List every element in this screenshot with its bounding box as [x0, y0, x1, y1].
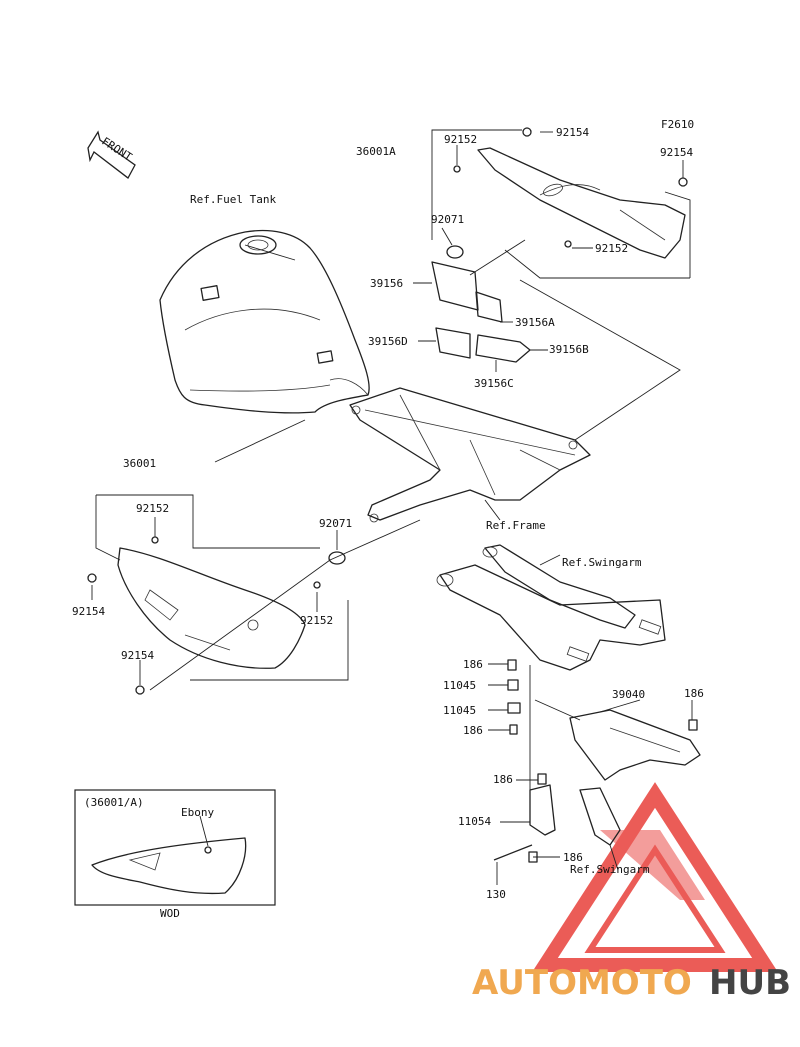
- decals: [431, 261, 531, 363]
- label-36001: 36001: [123, 457, 156, 470]
- fuel-tank: [159, 229, 370, 414]
- front-arrow: FRONT: [87, 130, 136, 179]
- label-186-e: 186: [563, 851, 583, 864]
- label-92071-a: 92071: [431, 213, 464, 226]
- watermark-triangle-outer: [532, 782, 778, 972]
- inset-color-name: Ebony: [181, 806, 214, 819]
- ref-fuel-tank: Ref.Fuel Tank: [190, 193, 276, 206]
- label-92154-d: 92154: [121, 649, 154, 662]
- bracket-11054: [529, 784, 621, 846]
- rear-frame: [349, 387, 591, 523]
- watermark-text-part1: AUTOMOTO: [472, 963, 692, 1003]
- label-186-b: 186: [463, 724, 483, 737]
- grommet-92071-upper: [446, 245, 464, 259]
- inset-code: WOD: [160, 907, 180, 920]
- watermark-triangle-stripe: [600, 830, 705, 900]
- label-11045-b: 11045: [443, 704, 476, 717]
- label-92152-b: 92152: [595, 242, 628, 255]
- decal-39156: [431, 261, 479, 311]
- label-92152-a: 92152: [444, 133, 477, 146]
- figure-code: F2610: [661, 118, 694, 131]
- decal-39156B: [475, 334, 531, 363]
- decal-39156A: [475, 291, 503, 323]
- label-11054: 11054: [458, 815, 491, 828]
- grommet-92071-lower: [328, 551, 346, 565]
- leader-lines: [91, 129, 693, 885]
- part-labels: F2610 Ref.Fuel Tank Ref.Frame Ref.Swinga…: [72, 118, 704, 920]
- swingarm: [436, 544, 666, 671]
- label-39040: 39040: [612, 688, 645, 701]
- label-39156D: 39156D: [368, 335, 408, 348]
- watermark-logo: [532, 782, 778, 972]
- label-186-d: 186: [493, 773, 513, 786]
- inset-title: (36001/A): [84, 796, 144, 809]
- watermark-text-part2: HUB: [709, 963, 791, 1003]
- inset-frame: [74, 789, 276, 906]
- watermark-text: AUTOMOTO HUB: [472, 963, 791, 1003]
- chain-guard: [569, 709, 701, 781]
- label-39156: 39156: [370, 277, 403, 290]
- label-92154-c: 92154: [72, 605, 105, 618]
- label-92154-b: 92154: [660, 146, 693, 159]
- side-cover-lower: [117, 547, 306, 669]
- label-186-a: 186: [463, 658, 483, 671]
- label-92152-c: 92152: [136, 502, 169, 515]
- ref-frame: Ref.Frame: [486, 519, 546, 532]
- label-92154-a: 92154: [556, 126, 589, 139]
- seat-cowl-upper: [477, 147, 686, 259]
- label-39156B: 39156B: [549, 343, 589, 356]
- label-130: 130: [486, 888, 506, 901]
- label-39156C: 39156C: [474, 377, 514, 390]
- label-11045-a: 11045: [443, 679, 476, 692]
- inset-36001A: [74, 789, 276, 906]
- label-92152-d: 92152: [300, 614, 333, 627]
- label-36001A: 36001A: [356, 145, 396, 158]
- label-92071-b: 92071: [319, 517, 352, 530]
- label-39156A: 39156A: [515, 316, 555, 329]
- label-186-c: 186: [684, 687, 704, 700]
- inset-cover-shape: [91, 837, 247, 895]
- ref-swingarm-bottom: Ref.Swingarm: [570, 863, 650, 876]
- decal-39156D: [435, 327, 471, 359]
- ref-swingarm-top: Ref.Swingarm: [562, 556, 642, 569]
